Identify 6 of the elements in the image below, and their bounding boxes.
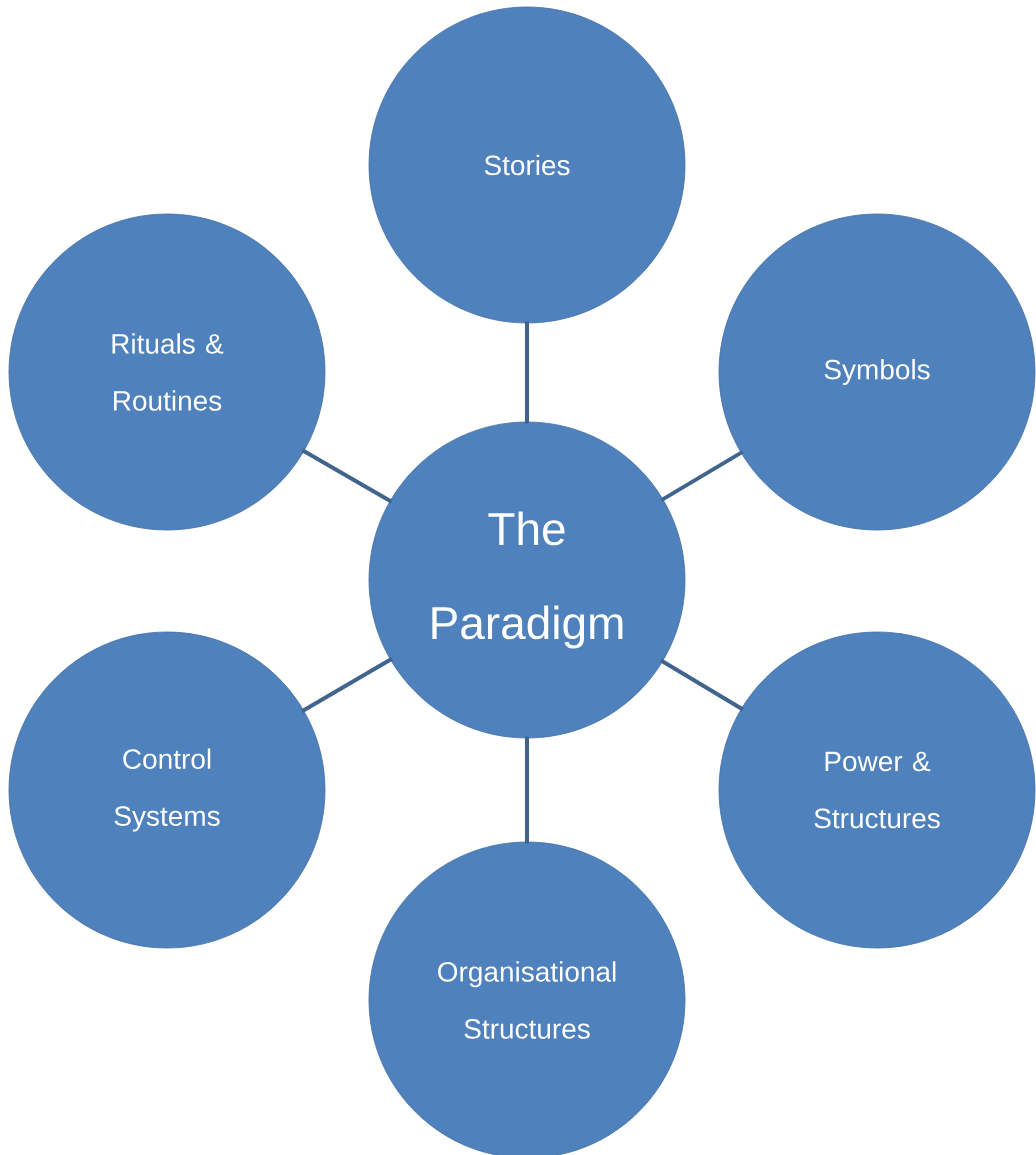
connector-line — [525, 736, 529, 844]
connector-line — [660, 450, 744, 502]
connector-line — [660, 658, 744, 712]
connector-line — [525, 321, 529, 424]
connector-line — [301, 657, 393, 713]
connector-line — [301, 448, 393, 504]
